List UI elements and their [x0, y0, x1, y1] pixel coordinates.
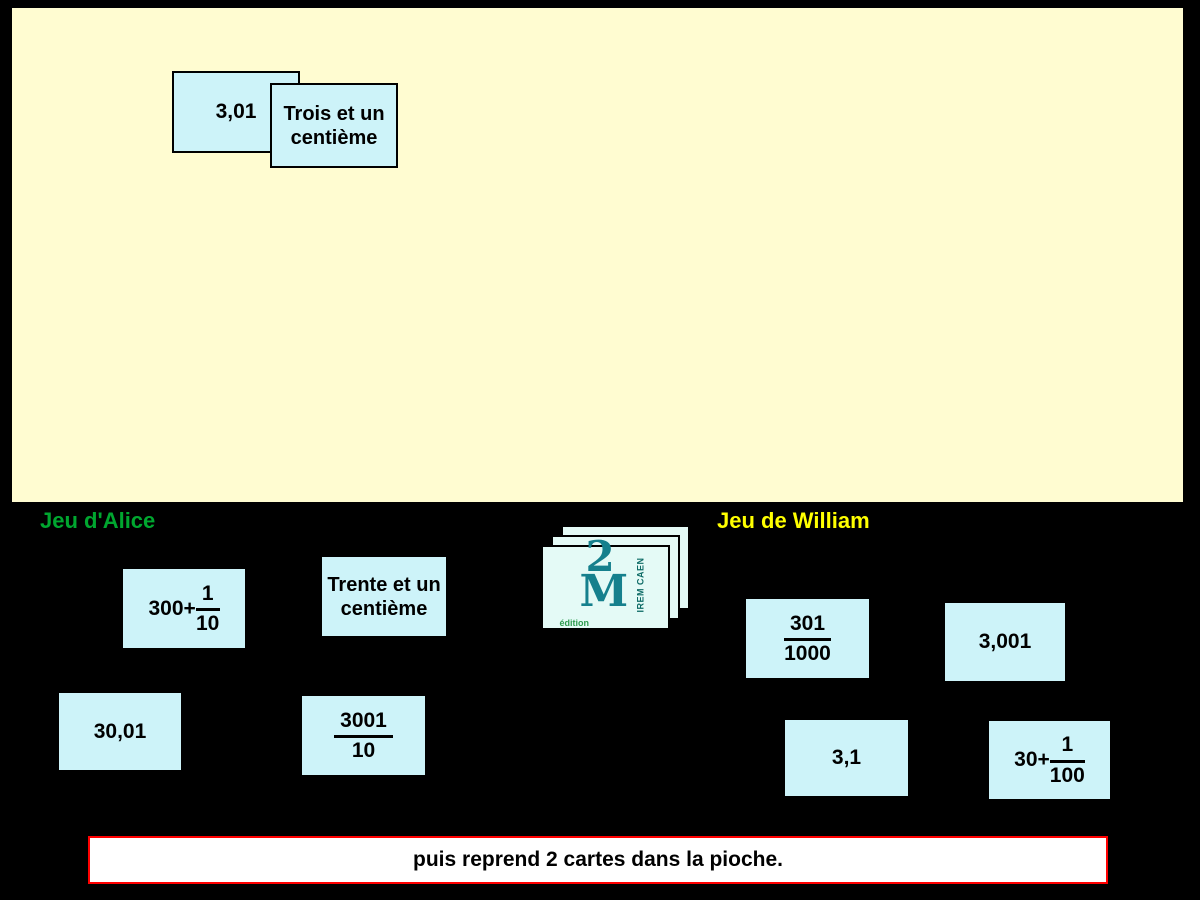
logo-edition-text: édition [559, 617, 590, 628]
fraction-numerator: 1 [195, 582, 220, 611]
card-text: 3,001 [978, 630, 1032, 653]
whole-part: 300+ [148, 596, 196, 620]
whole-part: 30+ [1014, 748, 1050, 771]
fraction-numerator: 3001 [334, 709, 393, 738]
logo-m-glyph: M [579, 565, 629, 617]
fraction: 1 100 [1049, 733, 1085, 787]
alice-card-3001-over-10[interactable]: 3001 10 [300, 694, 427, 777]
fraction-denominator: 10 [351, 739, 376, 762]
logo-side-text: IREM CAEN [635, 556, 645, 612]
card-line-1: Trois et un [283, 102, 385, 125]
fraction: 1 10 [195, 582, 220, 635]
william-card-30-plus-1-100[interactable]: 30+ 1 100 [987, 719, 1112, 801]
message-bar: puis reprend 2 cartes dans la pioche. [88, 836, 1108, 884]
fraction: 3001 10 [334, 709, 393, 762]
alice-card-30-01[interactable]: 30,01 [57, 691, 183, 772]
mixed-number: 30+ 1 100 [1014, 733, 1085, 786]
william-card-3-1[interactable]: 3,1 [783, 718, 910, 798]
fraction-denominator: 10 [195, 612, 220, 635]
board-card-trois-et-un-centieme[interactable]: Trois et un centième [270, 83, 398, 168]
irem-2m-logo: 2 M IREM CAEN édition [560, 535, 646, 628]
card-text: 30,01 [93, 719, 147, 743]
william-card-3-001[interactable]: 3,001 [943, 601, 1067, 683]
alice-hand-label: Jeu d'Alice [40, 508, 156, 533]
mixed-number: 300+ 1 10 [149, 582, 220, 635]
fraction-denominator: 1000 [784, 642, 831, 665]
card-text: Trois et un centième [283, 102, 384, 150]
card-text: 3,01 [215, 100, 257, 123]
card-line-2: centième [290, 126, 378, 149]
alice-card-trente-et-un-centieme[interactable]: Trente et un centième [320, 555, 448, 638]
draw-pile[interactable]: 2 M IREM CAEN édition [541, 525, 692, 631]
william-card-301-over-1000[interactable]: 301 1000 [744, 597, 871, 680]
card-text: 3,1 [831, 746, 862, 769]
alice-card-300-plus-1-10[interactable]: 300+ 1 10 [121, 567, 247, 650]
fraction-denominator: 100 [1049, 763, 1085, 787]
fraction-numerator: 301 [783, 612, 832, 641]
card-text: Trente et un centième [327, 573, 440, 621]
william-hand-label: Jeu de William [717, 508, 870, 533]
fraction-numerator: 1 [1049, 733, 1085, 763]
draw-pile-top-card[interactable]: 2 M IREM CAEN édition [541, 535, 670, 630]
logo-2-glyph: 2 [585, 531, 615, 581]
card-line-1: Trente et un [327, 573, 441, 596]
fraction: 301 1000 [783, 612, 832, 665]
card-line-2: centième [340, 597, 428, 620]
message-text: puis reprend 2 cartes dans la pioche. [413, 848, 783, 871]
